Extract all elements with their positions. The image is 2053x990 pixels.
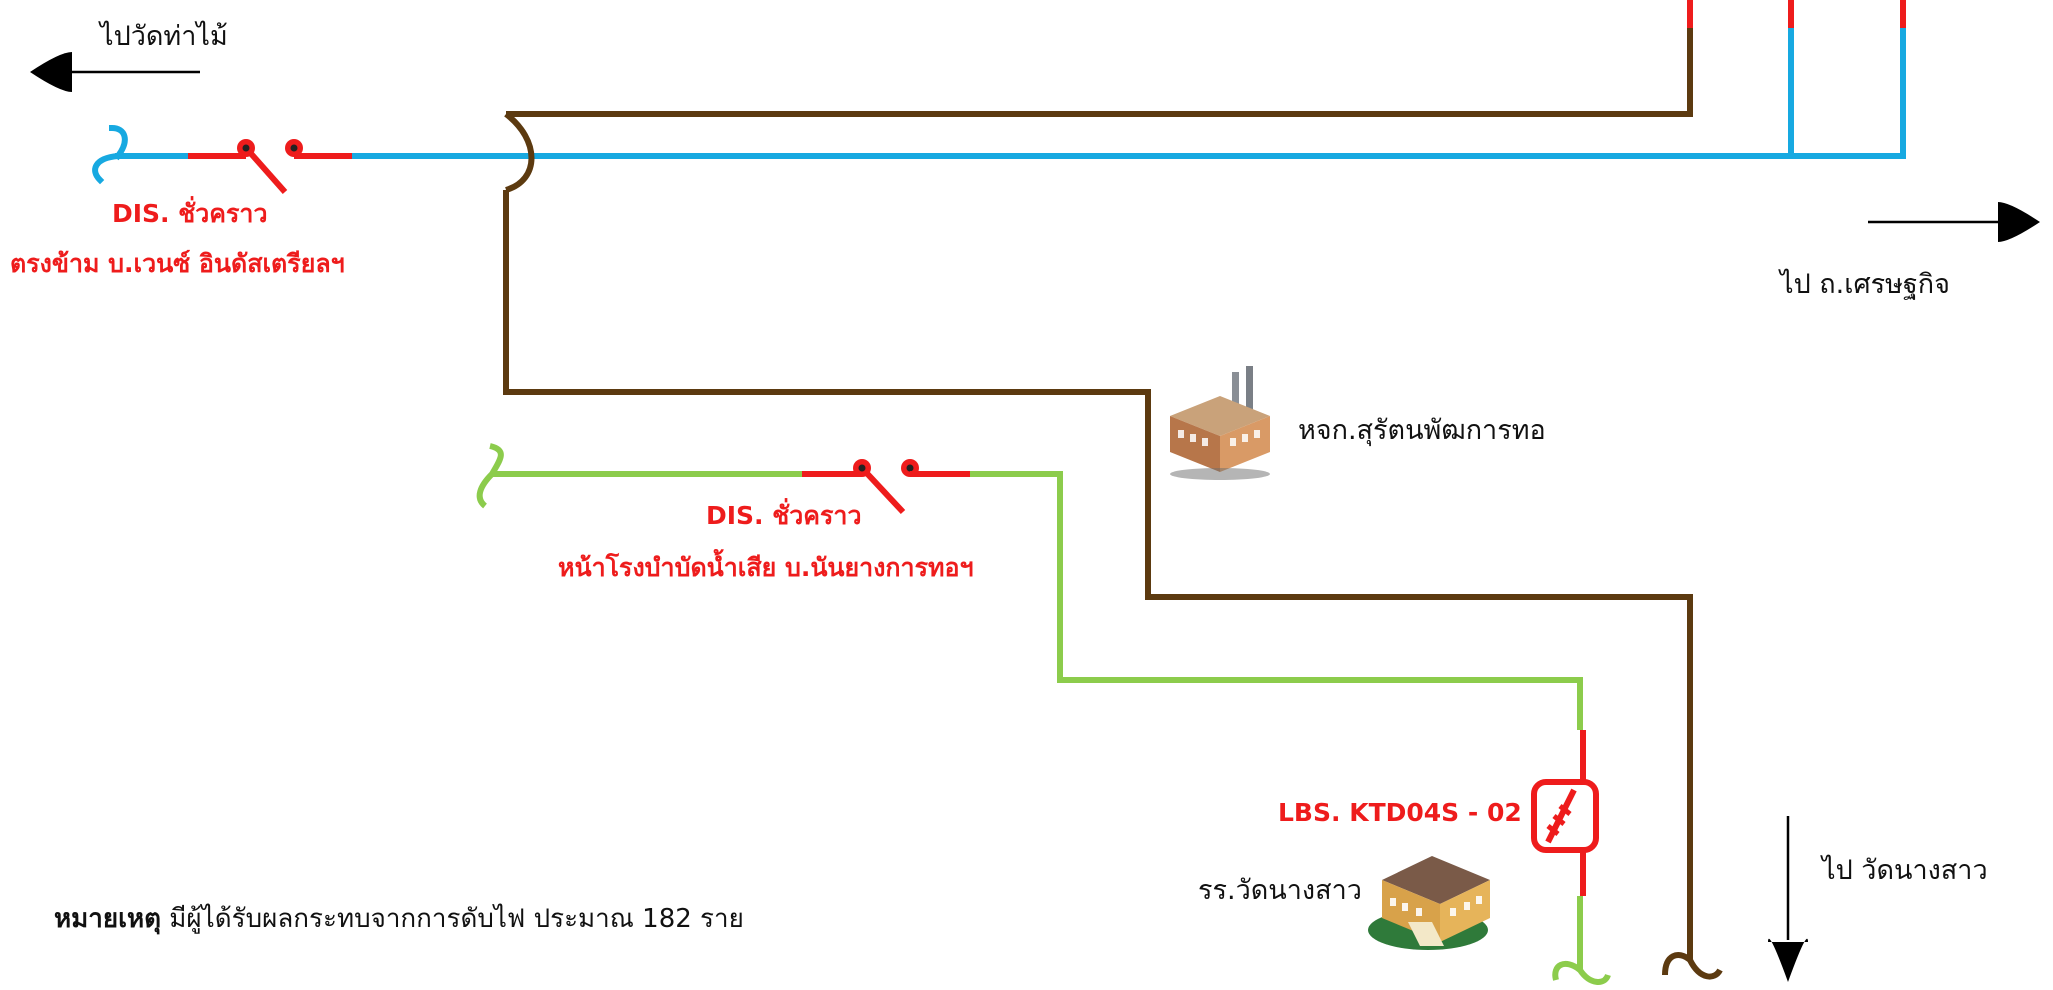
arrow-right-icon <box>1868 202 2040 242</box>
red-tips <box>1687 0 1906 28</box>
dis-switch-1 <box>188 139 352 194</box>
brown-feeder-top <box>506 28 1693 117</box>
note: หมายเหตุ มีผู้ได้รับผลกระทบจากการดับไฟ ป… <box>54 898 744 939</box>
brown-feeder-down <box>503 190 1693 960</box>
arrow-down-icon <box>1768 816 1808 982</box>
dis1-location: ตรงข้าม บ.เวนซ์ อินดัสเตรียลฯ <box>10 249 345 278</box>
factory-icon <box>1170 366 1270 480</box>
lbs-switch-icon <box>1531 730 1599 896</box>
school-name: รร.วัดนางสาว <box>1198 875 1362 906</box>
label-to-wat-tha-mai: ไปวัดท่าไม้ <box>100 21 228 52</box>
dis2-location: หน้าโรงบำบัดน้ำเสีย บ.นันยางการทอฯ <box>558 553 974 582</box>
cable-end-brown-icon <box>1662 952 1723 980</box>
school-building-icon <box>1368 856 1490 950</box>
note-text: มีผู้ได้รับผลกระทบจากการดับไฟ ประมาณ 182… <box>161 904 744 934</box>
blue-feeder <box>92 25 1906 185</box>
cable-end-green-bottom-icon <box>1552 960 1611 985</box>
brown-feeder <box>503 28 1723 980</box>
label-to-wat-nang-sao: ไป วัดนางสาว <box>1822 855 1988 886</box>
dis1-title: DIS. ชั่วคราว <box>112 199 268 228</box>
note-prefix: หมายเหตุ <box>54 904 162 934</box>
cable-end-green-left-icon <box>476 443 504 509</box>
arrow-left-icon <box>30 52 200 92</box>
cable-end-blue-icon <box>92 124 128 185</box>
green-feeder-right <box>970 471 1583 730</box>
dis-switch-2 <box>802 459 970 515</box>
factory-name: หจก.สุรัตนพัฒการทอ <box>1298 415 1546 446</box>
green-feeder <box>476 443 1611 985</box>
lbs-name: LBS. KTD04S - 02 <box>1278 798 1522 827</box>
brown-feeder-crossover <box>504 111 535 193</box>
dis2-title: DIS. ชั่วคราว <box>706 501 862 530</box>
label-to-setthakit: ไป ถ.เศรษฐกิจ <box>1780 269 1950 300</box>
